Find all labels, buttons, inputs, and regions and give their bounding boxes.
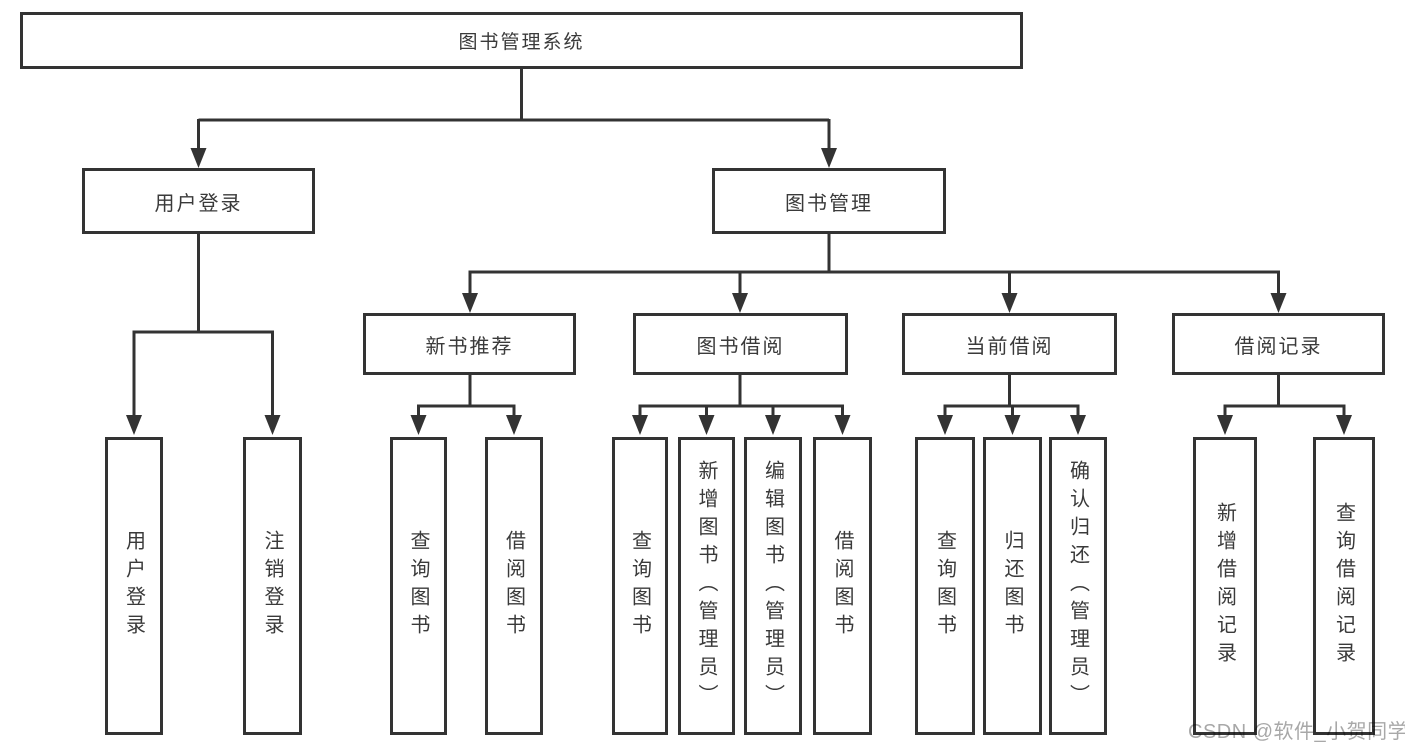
leaf-add-borrow-record: 新增借阅记录 xyxy=(1193,437,1257,735)
node-label: 查询图书 xyxy=(933,530,956,642)
node-label: 图书管理系统 xyxy=(458,32,585,53)
arrowhead xyxy=(264,415,281,435)
arrowhead xyxy=(834,415,851,435)
arrowhead xyxy=(1001,293,1018,313)
arrowhead xyxy=(732,293,748,313)
leaf-borrow-books-recommend: 借阅图书 xyxy=(485,437,543,735)
node-book-management: 图书管理 xyxy=(712,168,946,234)
node-current-borrowing: 当前借阅 xyxy=(902,313,1117,375)
arrowhead xyxy=(937,415,953,435)
node-label: 用户登录 xyxy=(154,192,243,215)
node-label: 查询借阅记录 xyxy=(1332,502,1355,670)
connector-segments xyxy=(132,69,1346,417)
leaf-confirm-return-admin: 确认归还（管理员） xyxy=(1049,437,1107,735)
node-label: 图书借阅 xyxy=(696,335,785,358)
node-label: 新增图书（管理员） xyxy=(695,460,717,712)
arrowhead xyxy=(410,415,427,435)
node-book-borrowing: 图书借阅 xyxy=(633,313,848,375)
node-root-library-management-system: 图书管理系统 xyxy=(20,12,1023,69)
arrowhead xyxy=(1004,415,1021,435)
csdn-watermark: CSDN @软件_小贺同学 xyxy=(1188,721,1405,743)
leaf-search-borrow-record: 查询借阅记录 xyxy=(1313,437,1375,735)
leaf-search-books-current: 查询图书 xyxy=(915,437,975,735)
node-label: 借阅图书 xyxy=(831,530,853,642)
arrowhead xyxy=(821,148,837,168)
node-borrowing-records: 借阅记录 xyxy=(1172,313,1385,375)
leaf-logout: 注销登录 xyxy=(243,437,302,735)
arrowhead xyxy=(462,293,478,313)
leaf-add-book-admin: 新增图书（管理员） xyxy=(678,437,735,735)
arrowhead xyxy=(1217,415,1233,435)
arrowhead xyxy=(506,415,522,435)
node-label: 注销登录 xyxy=(261,530,283,642)
leaf-search-books-borrowing: 查询图书 xyxy=(612,437,668,735)
leaf-borrow-books: 借阅图书 xyxy=(813,437,872,735)
node-label: 编辑图书（管理员） xyxy=(761,460,784,712)
leaf-edit-book-admin: 编辑图书（管理员） xyxy=(744,437,802,735)
node-label: 查询图书 xyxy=(407,530,429,642)
arrowhead xyxy=(1270,293,1287,313)
node-label: 用户登录 xyxy=(122,530,145,642)
arrowhead xyxy=(632,415,648,435)
node-label: 借阅图书 xyxy=(502,530,525,642)
leaf-search-books-recommend: 查询图书 xyxy=(390,437,447,735)
node-label: 新书推荐 xyxy=(425,335,514,358)
node-label: 确认归还（管理员） xyxy=(1066,460,1089,712)
arrowhead xyxy=(126,415,142,435)
leaf-user-login: 用户登录 xyxy=(105,437,163,735)
arrowhead xyxy=(698,415,715,435)
node-label: 图书管理 xyxy=(785,192,873,215)
arrowhead xyxy=(1070,415,1086,435)
node-new-book-recommend: 新书推荐 xyxy=(363,313,576,375)
node-label: 当前借阅 xyxy=(965,335,1054,358)
leaf-return-books: 归还图书 xyxy=(983,437,1042,735)
arrowhead xyxy=(765,415,781,435)
node-label: 归还图书 xyxy=(1001,530,1023,642)
node-label: 新增借阅记录 xyxy=(1213,502,1236,670)
node-label: 借阅记录 xyxy=(1234,335,1323,358)
arrowhead xyxy=(190,148,207,168)
arrowheads xyxy=(126,148,1352,435)
node-user-login: 用户登录 xyxy=(82,168,315,234)
arrowhead xyxy=(1336,415,1352,435)
node-label: 查询图书 xyxy=(628,530,651,642)
